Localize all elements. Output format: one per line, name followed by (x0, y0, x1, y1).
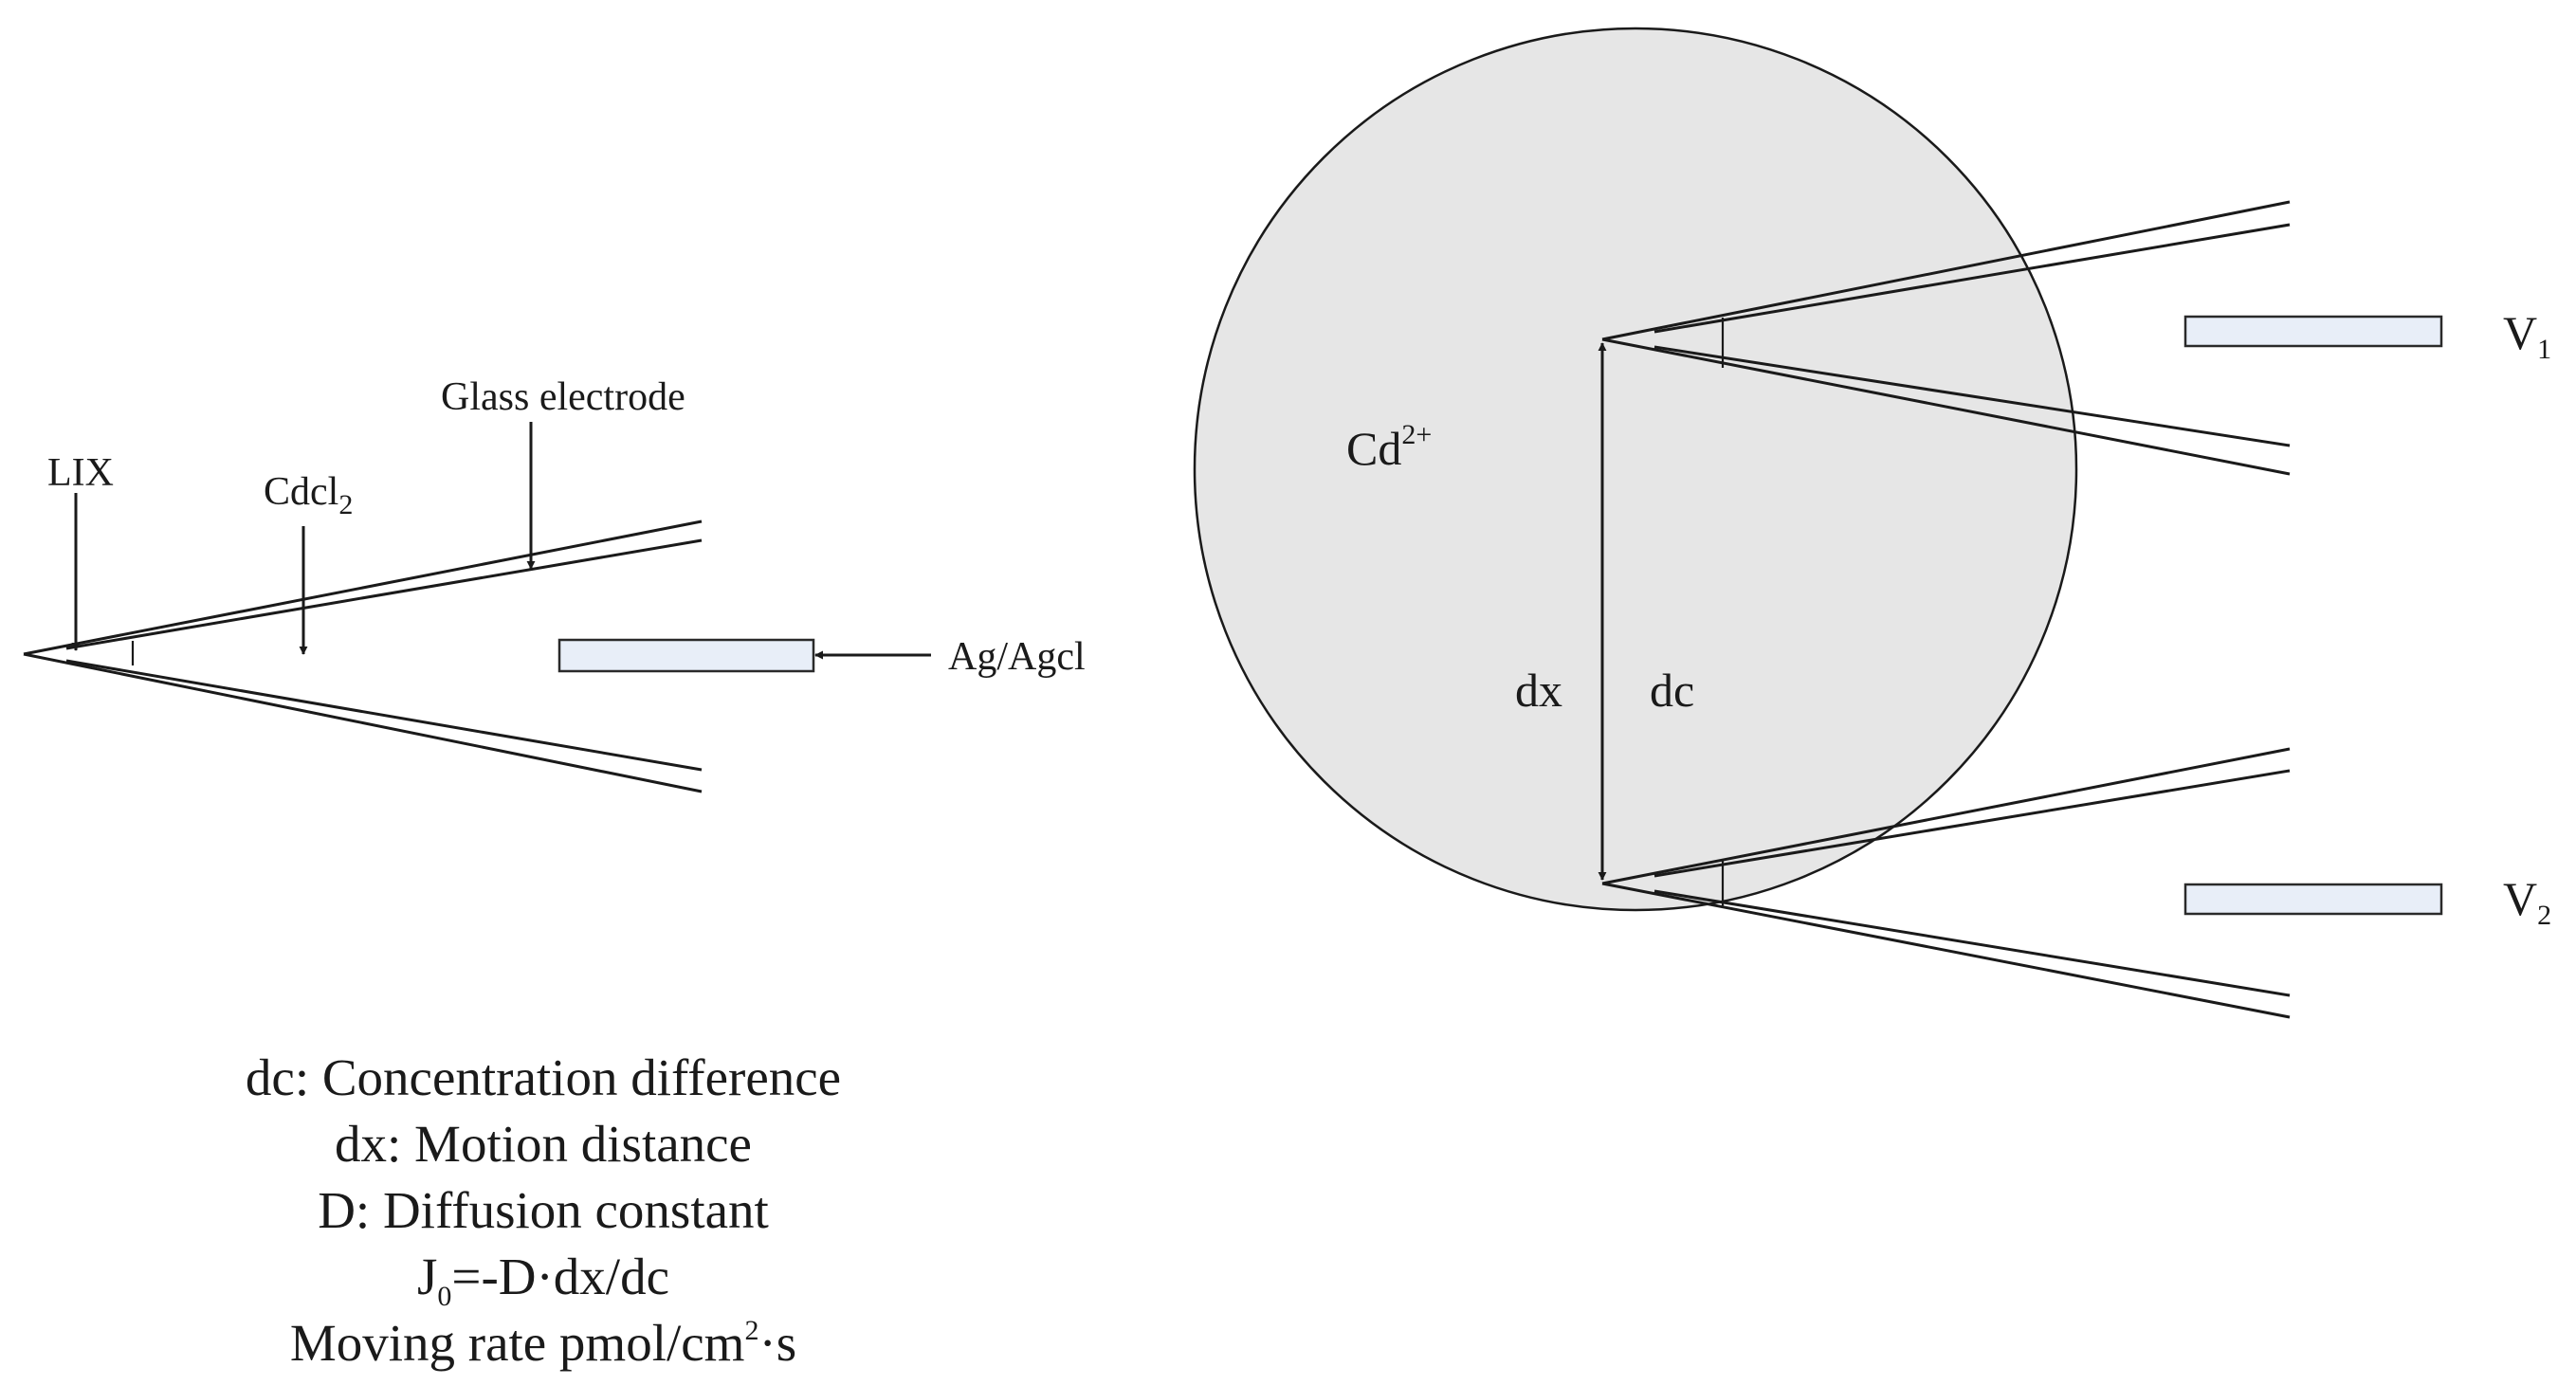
v1-pipette-upper-outer (1601, 200, 2291, 341)
v2-reference-electrode (2183, 883, 2443, 916)
legend-rate-main: Moving rate pmol/cm (290, 1314, 745, 1372)
lix-label: LIX (47, 451, 114, 495)
cdcl2-label: Cdcl2 (264, 470, 353, 520)
dx-label: dx (1515, 664, 1562, 717)
legend-line-d: D: Diffusion constant (318, 1181, 769, 1239)
dc-label: dc (1650, 664, 1694, 717)
right-measurement: Cd2+ dx dc V1 V2 (1193, 27, 2551, 1019)
v1-label: V1 (2503, 306, 2551, 365)
v2-pipette-lower-inner (1653, 889, 2291, 997)
v1-pipette-lower-outer (1601, 337, 2291, 476)
cd-ion-label-main: Cd (1346, 422, 1401, 475)
pipette-lower-inner-wall (65, 659, 703, 772)
legend-j0-rest: =-D·dx/dc (451, 1248, 669, 1305)
cd-ion-label: Cd2+ (1346, 419, 1432, 475)
v1-reference-electrode (2183, 315, 2443, 348)
v1-label-subscript: 1 (2537, 334, 2551, 365)
cd-ion-label-superscript: 2+ (1401, 419, 1432, 450)
v2-label-main: V (2503, 872, 2537, 925)
v1-pipette-upper-inner (1653, 223, 2291, 334)
v1-pipette-lower-inner (1653, 345, 2291, 447)
v2-label-subscript: 2 (2537, 900, 2551, 931)
pipette-upper-inner-wall (65, 538, 703, 650)
left-electrode: Glass electrode LIX Cdcl2 Ag/Agcl (23, 375, 1086, 793)
pipette-lower-outer-wall (23, 652, 703, 793)
v2-pipette-upper-inner (1653, 769, 2291, 878)
ag-agcl-label: Ag/Agcl (948, 635, 1086, 679)
ag-agcl-reference-electrode (557, 638, 815, 673)
legend-line-rate: Moving rate pmol/cm2·s (290, 1314, 796, 1372)
legend-line-dc: dc: Concentration difference (246, 1048, 841, 1106)
cd-ion-gradient-circle (1193, 27, 2078, 912)
v2-pipette-lower-outer (1601, 882, 2291, 1019)
legend-j0-main: J (417, 1248, 437, 1305)
pipette-upper-outer-wall (23, 519, 703, 656)
cdcl2-label-subscript: 2 (338, 489, 353, 520)
v2-pipette-upper-outer (1601, 747, 2291, 885)
cdcl2-label-main: Cdcl (264, 470, 338, 514)
legend-line-dx: dx: Motion distance (335, 1115, 752, 1173)
legend-rate-rest: ·s (758, 1314, 796, 1372)
v2-label: V2 (2503, 872, 2551, 931)
glass-electrode-label: Glass electrode (441, 375, 685, 419)
legend-j0-subscript: 0 (437, 1281, 451, 1312)
legend-block: dc: Concentration difference dx: Motion … (246, 1048, 841, 1372)
legend-rate-superscript: 2 (744, 1315, 758, 1346)
legend-line-j0: J0=-D·dx/dc (417, 1248, 669, 1312)
v1-label-main: V (2503, 306, 2537, 359)
